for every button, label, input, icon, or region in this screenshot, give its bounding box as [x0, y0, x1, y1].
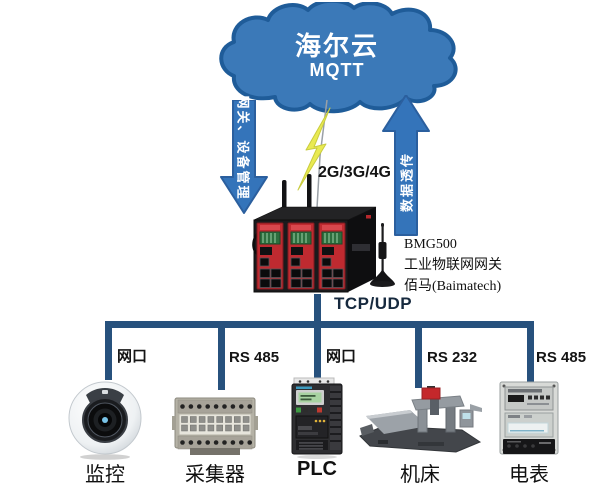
gateway-category: 工业物联网网关 — [404, 258, 502, 273]
branch-line-4 — [527, 321, 534, 382]
branch-line-1 — [218, 321, 225, 390]
plc-icon — [291, 377, 343, 459]
gateway-info: BMG500 工业物联网网关 佰马(Baimatech) — [404, 234, 502, 297]
haier-cloud: 海尔云 MQTT — [212, 0, 462, 114]
camera-icon — [68, 381, 142, 460]
device-label-0: 监控 — [85, 464, 125, 486]
gateway-model: BMG500 — [404, 237, 457, 252]
cloud-title: 海尔云 — [294, 31, 379, 61]
gateway-stem-line — [314, 294, 321, 328]
up-arrow-icon — [382, 95, 430, 236]
port-label-2: 网口 — [326, 348, 357, 365]
machine-tool-icon — [359, 386, 482, 453]
port-label-4: RS 485 — [536, 349, 587, 366]
down-arrow-icon — [220, 100, 268, 214]
lightning-bolt-icon — [297, 99, 331, 209]
port-label-3: RS 232 — [427, 349, 478, 366]
device-label-3: 机床 — [400, 464, 440, 486]
external-antenna-icon — [370, 223, 395, 287]
device-label-4: 电表 — [509, 464, 549, 486]
gateway-image — [252, 174, 395, 293]
port-label-1: RS 485 — [229, 349, 280, 366]
device-label-1: 采集器 — [185, 464, 245, 486]
branch-line-0 — [105, 321, 112, 380]
cloud-protocol: MQTT — [309, 60, 365, 80]
collector-icon — [172, 397, 258, 455]
cloud-icon — [219, 0, 458, 114]
gateway-unit-panels — [256, 222, 346, 290]
branch-line-2 — [314, 321, 321, 378]
power-meter-icon — [499, 381, 559, 455]
port-label-0: 网口 — [117, 348, 148, 365]
gateway-brand: 佰马(Baimatech) — [404, 279, 502, 294]
cellular-label: 2G/3G/4G — [318, 164, 391, 181]
transport-label: TCP/UDP — [334, 294, 413, 313]
branch-line-3 — [415, 321, 422, 388]
device-label-2: PLC — [297, 458, 337, 480]
